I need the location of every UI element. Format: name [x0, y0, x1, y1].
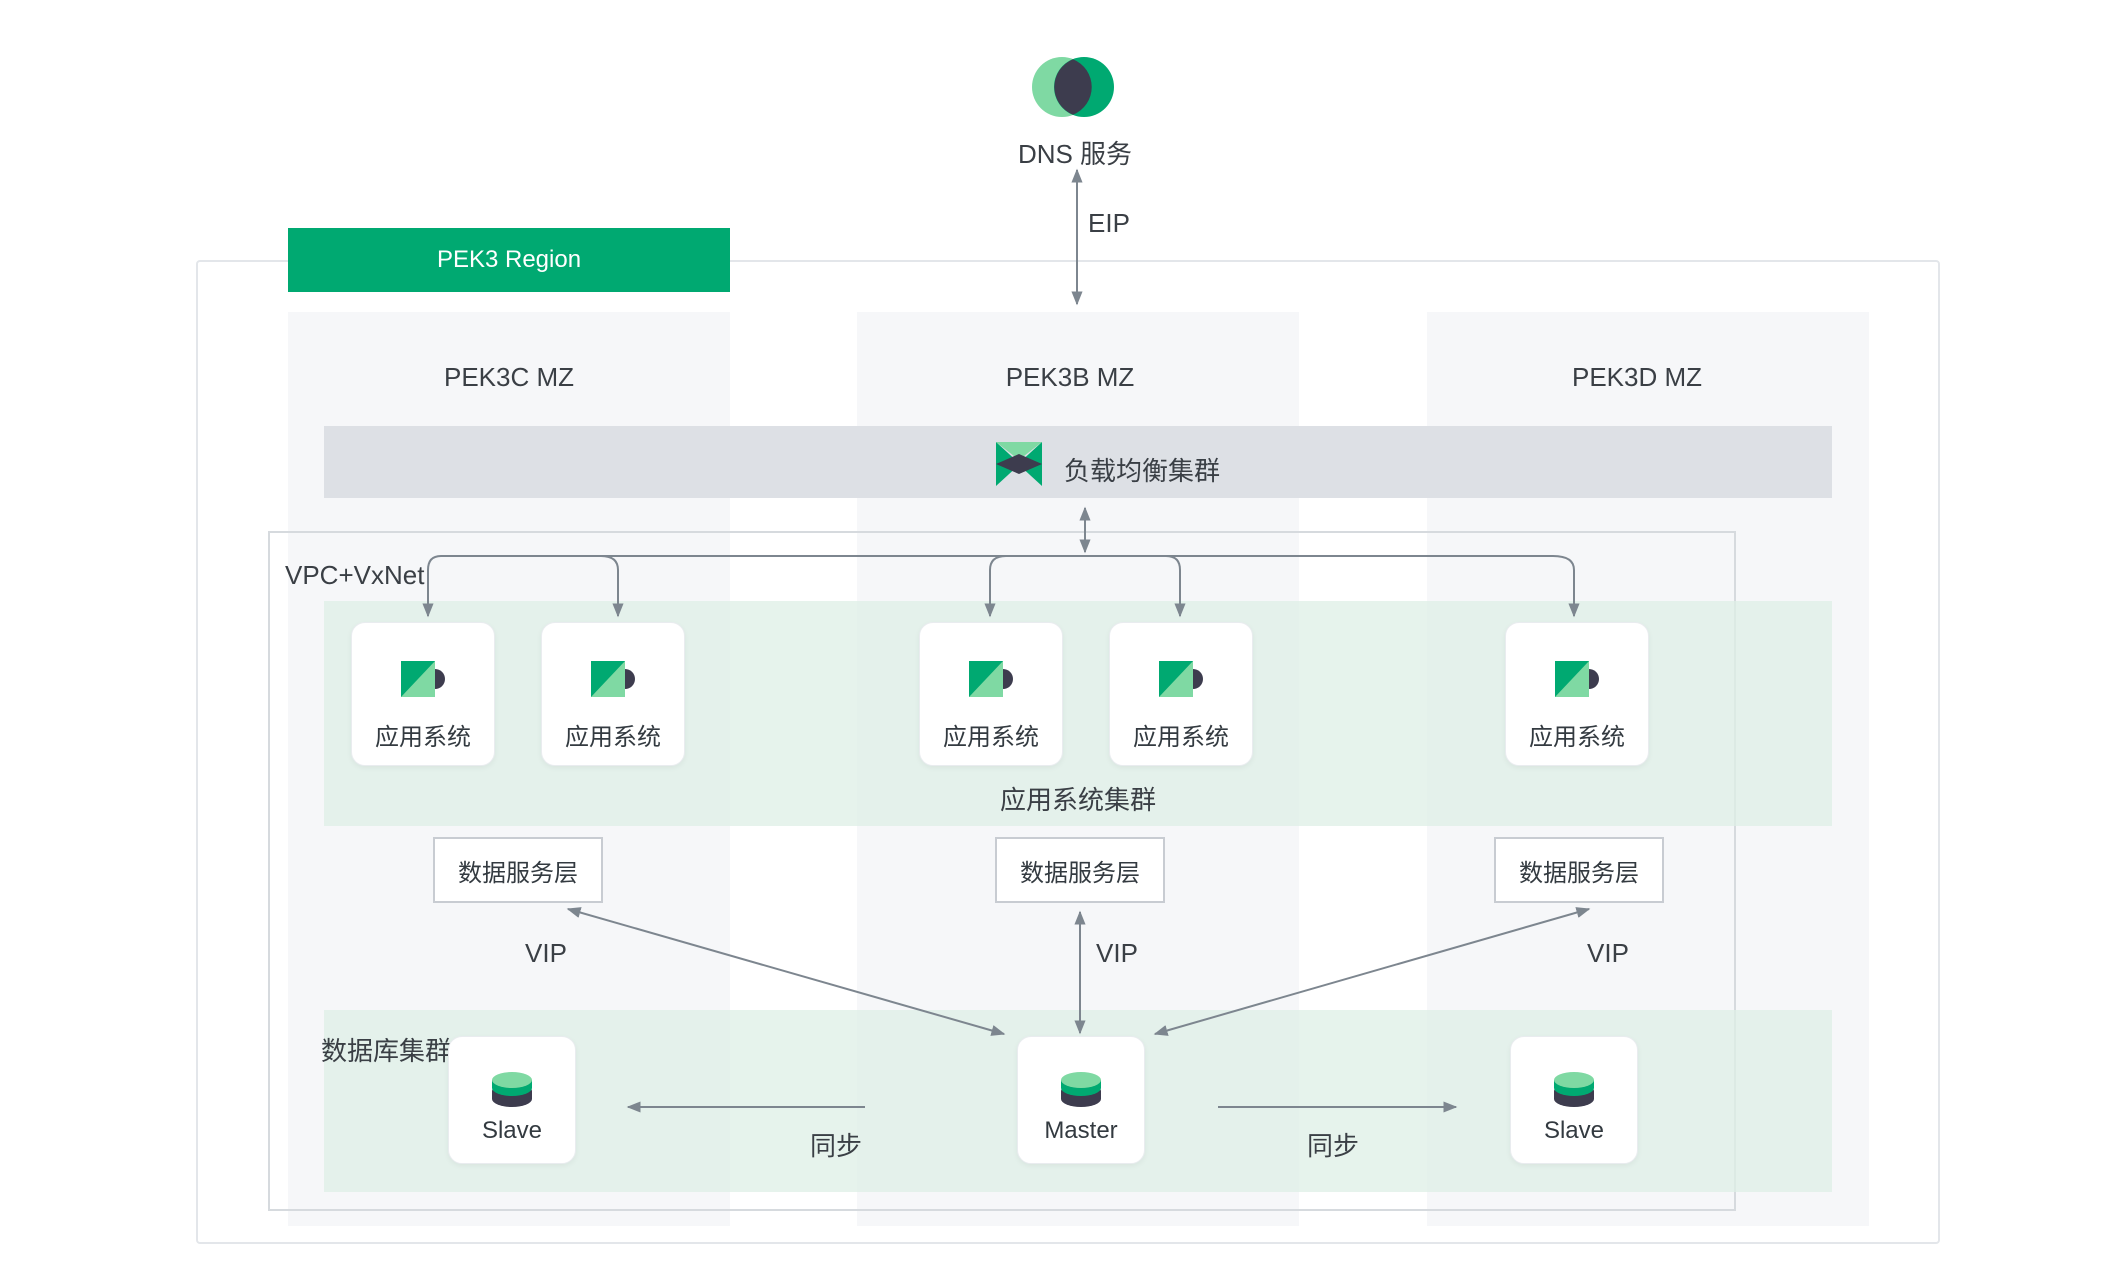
app-system-node[interactable]: 应用系统 [351, 622, 495, 766]
app-link-arrow [984, 555, 1007, 618]
zone-label-pek3d: PEK3D MZ [1571, 362, 1703, 392]
data-service-layer: 数据服务层 [995, 837, 1165, 903]
db-node-label: Slave [1543, 1117, 1605, 1144]
vip-label: VIP [1096, 938, 1138, 968]
app-system-node[interactable]: 应用系统 [919, 622, 1063, 766]
sync-label: 同步 [1306, 1131, 1360, 1161]
vip-arrow [566, 907, 1006, 1036]
region-frame [196, 260, 1940, 1244]
region-tab: PEK3 Region [288, 228, 730, 292]
app-system-label: 应用系统 [375, 724, 471, 751]
app-system-label: 应用系统 [1133, 724, 1229, 751]
zone-label-pek3b: PEK3B MZ [1005, 362, 1135, 392]
db-node-label: Master [1044, 1117, 1118, 1144]
app-system-node[interactable]: 应用系统 [541, 622, 685, 766]
load-balancer-bar [324, 426, 1832, 498]
vip-label: VIP [1587, 938, 1629, 968]
data-service-layer: 数据服务层 [1494, 837, 1664, 903]
dns-label: DNS 服务 [1017, 139, 1133, 169]
load-balancer-label: 负载均衡集群 [1064, 456, 1221, 486]
app-system-label: 应用系统 [943, 724, 1039, 751]
vip-arrow [1153, 907, 1591, 1036]
vpc-frame [268, 531, 1736, 1211]
app-system-label: 应用系统 [1529, 724, 1625, 751]
zone-label-pek3c: PEK3C MZ [443, 362, 575, 392]
db-slave-node[interactable]: Slave [1510, 1036, 1638, 1164]
data-service-layer: 数据服务层 [433, 837, 603, 903]
db-master-node[interactable]: Master [1017, 1036, 1145, 1164]
app-link-arrow [1165, 555, 1186, 618]
app-link-arrow [600, 555, 624, 618]
app-system-label: 应用系统 [565, 724, 661, 751]
app-cluster-label: 应用系统集群 [999, 785, 1157, 815]
db-cluster-label: 数据库集群 [321, 1036, 452, 1066]
db-slave-node[interactable]: Slave [448, 1036, 576, 1164]
load-balancer-icon [996, 442, 1042, 486]
eip-label: EIP [1088, 208, 1130, 238]
sync-label: 同步 [809, 1131, 863, 1161]
dns-icon [1032, 57, 1114, 117]
db-node-label: Slave [481, 1117, 543, 1144]
app-system-node[interactable]: 应用系统 [1505, 622, 1649, 766]
app-link-arrow [1552, 555, 1580, 618]
app-link-arrow [422, 555, 442, 618]
vpc-label: VPC+VxNet [285, 560, 425, 590]
app-system-node[interactable]: 应用系统 [1109, 622, 1253, 766]
vip-label: VIP [525, 938, 567, 968]
